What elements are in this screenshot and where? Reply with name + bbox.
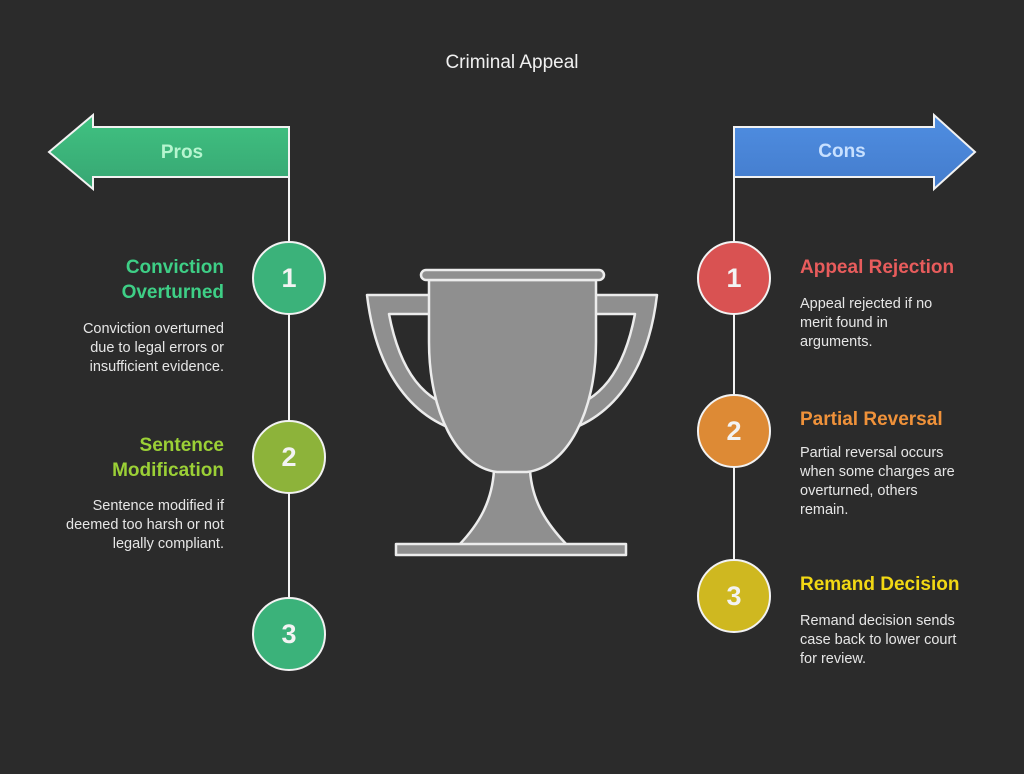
desc-line: overturned, others (800, 483, 918, 499)
cons-item-3-desc: Remand decision sends case back to lower… (800, 612, 1010, 669)
desc-line: remain. (800, 502, 849, 518)
pros-timeline-line (288, 177, 290, 597)
desc-line: case back to lower court (800, 632, 957, 648)
cons-item-2-desc: Partial reversal occurs when some charge… (800, 444, 1010, 520)
cons-timeline-line (733, 177, 735, 597)
desc-line: deemed too harsh or not (66, 517, 224, 533)
title-line: Sentence (139, 435, 224, 456)
pros-item-1-title: Conviction Overturned (40, 255, 224, 305)
desc-line: merit found in (800, 315, 888, 331)
cons-number-1: 1 (697, 241, 771, 315)
title-line: Modification (112, 460, 224, 481)
cons-item-1-desc: Appeal rejected if no merit found in arg… (800, 295, 1010, 352)
cons-label: Cons (818, 141, 866, 162)
desc-line: arguments. (800, 334, 873, 350)
cons-number-2: 2 (697, 394, 771, 468)
desc-line: legally compliant. (112, 536, 224, 552)
desc-line: Appeal rejected if no (800, 296, 933, 312)
desc-line: insufficient evidence. (89, 359, 224, 375)
pros-item-2-title: Sentence Modification (40, 433, 224, 483)
diagram-title: Criminal Appeal (445, 52, 579, 73)
cons-number-3: 3 (697, 559, 771, 633)
cons-item-2-title: Partial Reversal (800, 409, 943, 430)
pros-label: Pros (160, 142, 204, 163)
pros-arrow (47, 112, 290, 192)
title-line: Conviction (125, 257, 224, 278)
pros-number-3: 3 (252, 597, 326, 671)
trophy-icon (365, 268, 659, 557)
pros-item-2-desc: Sentence modified if deemed too harsh or… (14, 497, 224, 554)
pros-item-1-desc: Conviction overturned due to legal error… (24, 320, 224, 377)
desc-line: Conviction overturned (82, 321, 224, 337)
pros-number-1: 1 (252, 241, 326, 315)
cons-item-1-title: Appeal Rejection (800, 257, 955, 278)
desc-line: due to legal errors or (90, 340, 224, 356)
title-line: Overturned (121, 282, 224, 303)
cons-arrow (733, 112, 977, 192)
desc-line: Partial reversal occurs (800, 445, 944, 461)
desc-line: Sentence modified if (92, 498, 224, 514)
desc-line: Remand decision sends (800, 613, 955, 629)
desc-line: when some charges are (800, 464, 955, 480)
desc-line: for review. (800, 651, 867, 667)
pros-number-2: 2 (252, 420, 326, 494)
cons-item-3-title: Remand Decision (800, 574, 960, 595)
